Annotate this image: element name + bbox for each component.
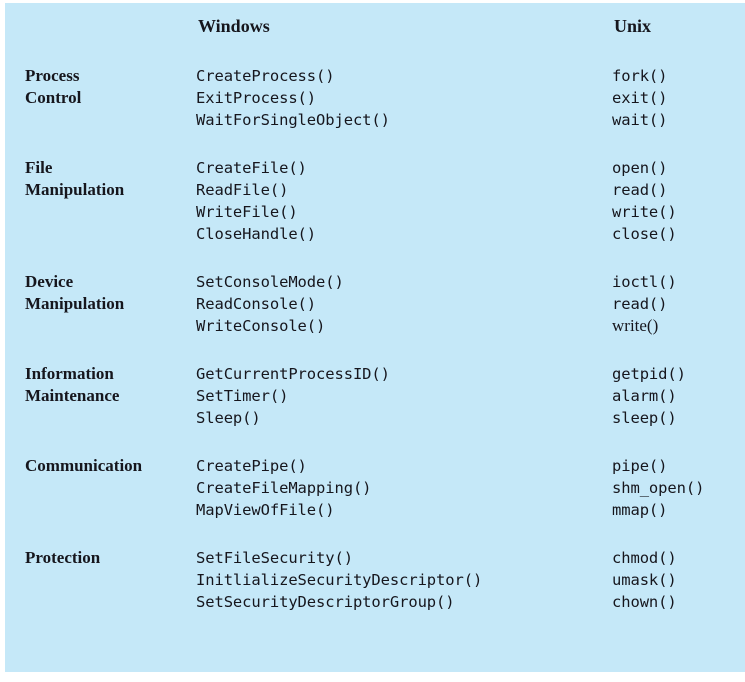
category-label: Communication xyxy=(25,456,143,475)
unix-syscall: open() xyxy=(612,159,668,177)
unix-syscall: shm_open() xyxy=(612,479,705,497)
unix-syscall: chown() xyxy=(612,593,677,611)
category-label: Device xyxy=(25,272,74,291)
table-row: Manipulation ReadFile() read() xyxy=(5,179,745,201)
unix-syscall: read() xyxy=(612,181,668,199)
table-row: Sleep() sleep() xyxy=(5,407,745,429)
table-row: SetSecurityDescriptorGroup() chown() xyxy=(5,591,745,613)
unix-syscall: getpid() xyxy=(612,365,686,383)
windows-syscall: CreateFile() xyxy=(196,159,307,177)
table-header-row: Windows Unix xyxy=(5,15,745,37)
unix-syscall: ioctl() xyxy=(612,273,677,291)
table-row: WriteFile() write() xyxy=(5,201,745,223)
windows-syscall: SetFileSecurity() xyxy=(196,549,353,567)
table-row: Device SetConsoleMode() ioctl() xyxy=(5,271,745,293)
category-label: File xyxy=(25,158,53,177)
table-row: Communication CreatePipe() pipe() xyxy=(5,455,745,477)
windows-syscall: GetCurrentProcessID() xyxy=(196,365,390,383)
unix-syscall: write() xyxy=(612,316,659,335)
unix-syscall: exit() xyxy=(612,89,668,107)
table-row: Process CreateProcess() fork() xyxy=(5,65,745,87)
windows-syscall: ReadConsole() xyxy=(196,295,317,313)
table-row: Control ExitProcess() exit() xyxy=(5,87,745,109)
table-row: WaitForSingleObject() wait() xyxy=(5,109,745,131)
table-row: MapViewOfFile() mmap() xyxy=(5,499,745,521)
table-row: Information GetCurrentProcessID() getpid() xyxy=(5,363,745,385)
windows-syscall: SetConsoleMode() xyxy=(196,273,344,291)
windows-syscall: MapViewOfFile() xyxy=(196,501,335,519)
category-label: Manipulation xyxy=(25,294,125,313)
category-label: Maintenance xyxy=(25,386,120,405)
unix-syscall: write() xyxy=(612,203,677,221)
category-label: Process xyxy=(25,66,80,85)
windows-syscall: SetSecurityDescriptorGroup() xyxy=(196,593,455,611)
unix-syscall: sleep() xyxy=(612,409,677,427)
table-row: Manipulation ReadConsole() read() xyxy=(5,293,745,315)
unix-syscall: close() xyxy=(612,225,677,243)
windows-syscall: WriteConsole() xyxy=(196,317,326,335)
category-label: Protection xyxy=(25,548,101,567)
column-header-unix: Unix xyxy=(614,16,652,36)
column-header-windows: Windows xyxy=(198,16,270,36)
unix-syscall: fork() xyxy=(612,67,668,85)
windows-syscall: CreateFileMapping() xyxy=(196,479,372,497)
table-row: Protection SetFileSecurity() chmod() xyxy=(5,547,745,569)
windows-syscall: SetTimer() xyxy=(196,387,289,405)
category-label: Manipulation xyxy=(25,180,125,199)
windows-syscall: WaitForSingleObject() xyxy=(196,111,390,129)
table-row: InitlializeSecurityDescriptor() umask() xyxy=(5,569,745,591)
windows-syscall: InitlializeSecurityDescriptor() xyxy=(196,571,483,589)
unix-syscall: chmod() xyxy=(612,549,677,567)
table-row: WriteConsole() write() xyxy=(5,315,745,337)
unix-syscall: mmap() xyxy=(612,501,668,519)
windows-syscall: ExitProcess() xyxy=(196,89,317,107)
table-row: File CreateFile() open() xyxy=(5,157,745,179)
unix-syscall: umask() xyxy=(612,571,677,589)
category-label: Information xyxy=(25,364,114,383)
windows-syscall: CloseHandle() xyxy=(196,225,317,243)
unix-syscall: pipe() xyxy=(612,457,668,475)
table-row: CloseHandle() close() xyxy=(5,223,745,245)
windows-syscall: CreateProcess() xyxy=(196,67,335,85)
unix-syscall: alarm() xyxy=(612,387,677,405)
table-row: CreateFileMapping() shm_open() xyxy=(5,477,745,499)
unix-syscall: read() xyxy=(612,295,668,313)
windows-syscall: CreatePipe() xyxy=(196,457,307,475)
windows-syscall: Sleep() xyxy=(196,409,261,427)
table-row: Maintenance SetTimer() alarm() xyxy=(5,385,745,407)
windows-syscall: WriteFile() xyxy=(196,203,298,221)
category-label: Control xyxy=(25,88,82,107)
unix-syscall: wait() xyxy=(612,111,668,129)
windows-syscall: ReadFile() xyxy=(196,181,289,199)
